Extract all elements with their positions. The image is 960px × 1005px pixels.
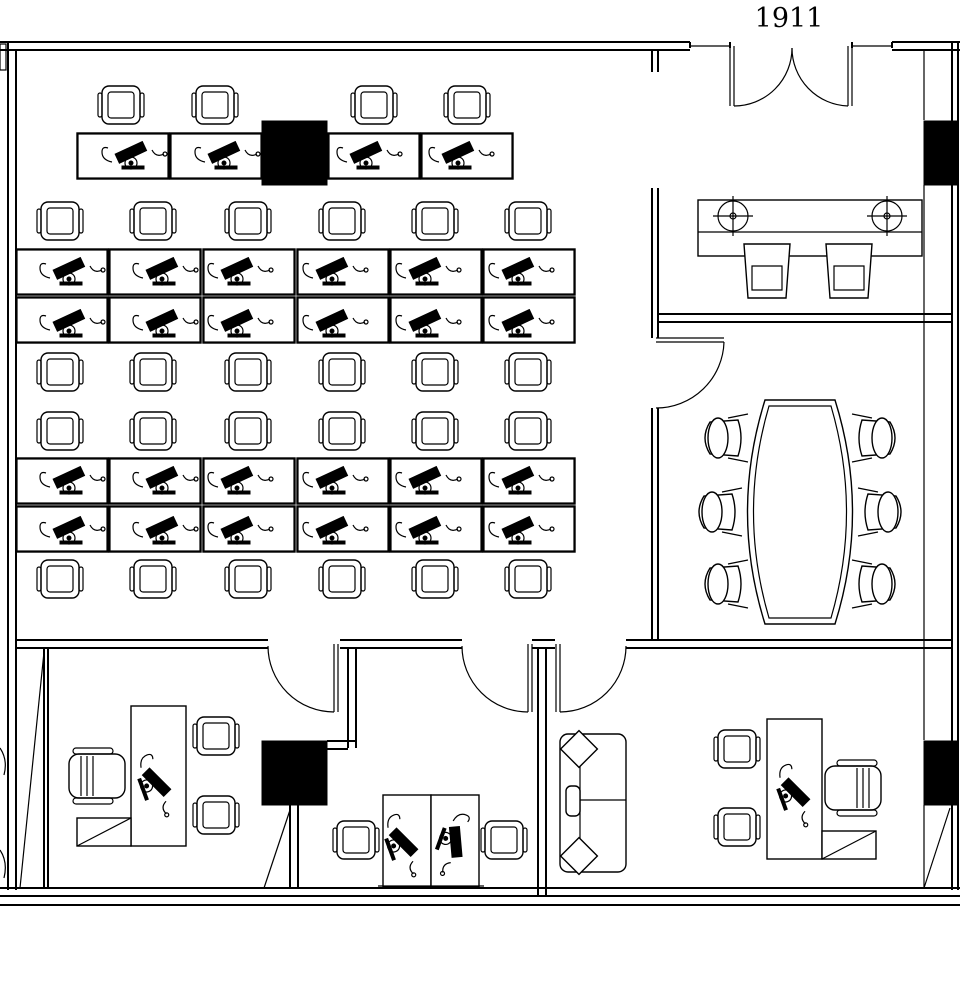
workstation-cluster-1	[15, 201, 576, 392]
entrance-double-door	[729, 46, 853, 107]
structural-columns	[261, 120, 959, 806]
office-left	[68, 705, 240, 847]
reception-counter	[697, 196, 923, 299]
interior-partitions	[16, 50, 952, 896]
meeting-table	[698, 399, 902, 625]
dimension-label: 1911	[755, 3, 824, 34]
office-middle	[332, 794, 528, 888]
office-right	[559, 718, 882, 876]
cutoff-furniture	[0, 747, 6, 879]
workstation-cluster-2	[15, 411, 576, 599]
